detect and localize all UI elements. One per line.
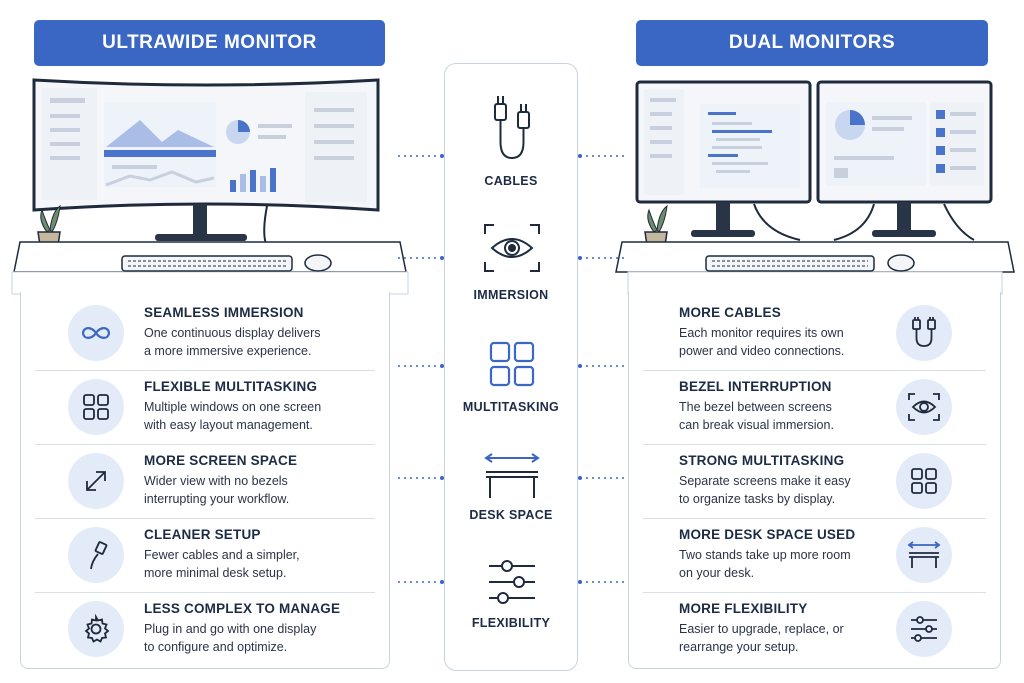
list-item: STRONG MULTITASKING Separate screens mak… [629,444,1000,518]
comparison-criteria-column: CABLES IMMERSION MULTITASKING DESK SPACE… [444,63,578,671]
criterion-label: IMMERSION [473,288,549,302]
grid-icon [896,453,952,509]
infinity-icon [68,305,124,361]
row-title: MORE CABLES [679,305,781,320]
desk-width-icon [896,527,952,583]
divider [643,370,986,371]
connector-left-immersion [398,256,444,260]
list-item: LESS COMPLEX TO MANAGE Plug in and go wi… [21,592,389,666]
divider [35,592,375,593]
divider [35,518,375,519]
row-title: FLEXIBLE MULTITASKING [144,379,318,394]
list-item: BEZEL INTERRUPTION The bezel between scr… [629,370,1000,444]
list-item: FLEXIBLE MULTITASKING Multiple windows o… [21,370,389,444]
connector-left-desk-space [398,476,444,480]
criterion-immersion: IMMERSION [445,222,577,302]
list-item: MORE SCREEN SPACE Wider view with no bez… [21,444,389,518]
connector-left-cables [398,154,444,158]
list-item: MORE CABLES Each monitor requires its ow… [629,296,1000,370]
connector-right-immersion [578,256,624,260]
connector-right-desk-space [578,476,624,480]
expand-arrows-icon [68,453,124,509]
connector-left-multitasking [398,364,444,368]
banner-title: DUAL MONITORS [728,32,896,53]
dual-monitors-tradeoffs-panel: MORE CABLES Each monitor requires its ow… [628,292,1001,669]
cables-icon [896,305,952,361]
eye-focus-icon [896,379,952,435]
connector-left-flexibility [398,580,444,584]
cable-icon [68,527,124,583]
row-title: MORE SCREEN SPACE [144,453,298,468]
dual-monitors-desk-illustration [604,72,1024,297]
list-item: SEAMLESS IMMERSION One continuous displa… [21,296,389,370]
row-title: MORE FLEXIBILITY [679,601,808,616]
row-description: Fewer cables and a simpler,more minimal … [144,548,300,580]
connector-right-multitasking [578,364,624,368]
row-title: LESS COMPLEX TO MANAGE [144,601,341,616]
sliders-icon [896,601,952,657]
criterion-multitasking: MULTITASKING [445,340,577,420]
row-title: CLEANER SETUP [144,527,261,542]
list-item: MORE DESK SPACE USED Two stands take up … [629,518,1000,592]
divider [643,592,986,593]
connector-right-flexibility [578,580,624,584]
criterion-cables: CABLES [445,92,577,192]
divider [643,444,986,445]
sliders-icon [487,558,537,611]
gear-icon [68,601,124,657]
criterion-flexibility: FLEXIBILITY [445,558,577,638]
cables-icon [492,92,532,167]
grid-icon [68,379,124,435]
ultrawide-benefits-panel: SEAMLESS IMMERSION One continuous displa… [20,292,390,669]
eye-focus-icon [482,222,542,279]
row-title: BEZEL INTERRUPTION [679,379,832,394]
row-title: MORE DESK SPACE USED [679,527,856,542]
ultrawide-monitor-banner: ULTRAWIDE MONITOR [34,20,385,66]
divider [35,444,375,445]
row-title: STRONG MULTITASKING [679,453,845,468]
list-item: MORE FLEXIBILITY Easier to upgrade, repl… [629,592,1000,666]
row-title: SEAMLESS IMMERSION [144,305,304,320]
connector-right-cables [578,154,624,158]
divider [35,370,375,371]
desk-width-icon [482,452,542,505]
ultrawide-desk-illustration [0,72,420,297]
criterion-label: CABLES [484,174,538,188]
criterion-label: MULTITASKING [462,400,560,414]
criterion-label: DESK SPACE [469,508,553,522]
criterion-desk-space: DESK SPACE [445,452,577,532]
dual-monitors-banner: DUAL MONITORS [636,20,988,66]
banner-title: ULTRAWIDE MONITOR [102,32,317,53]
grid-icon [488,340,536,393]
criterion-label: FLEXIBILITY [471,616,551,630]
list-item: CLEANER SETUP Fewer cables and a simpler… [21,518,389,592]
divider [643,518,986,519]
